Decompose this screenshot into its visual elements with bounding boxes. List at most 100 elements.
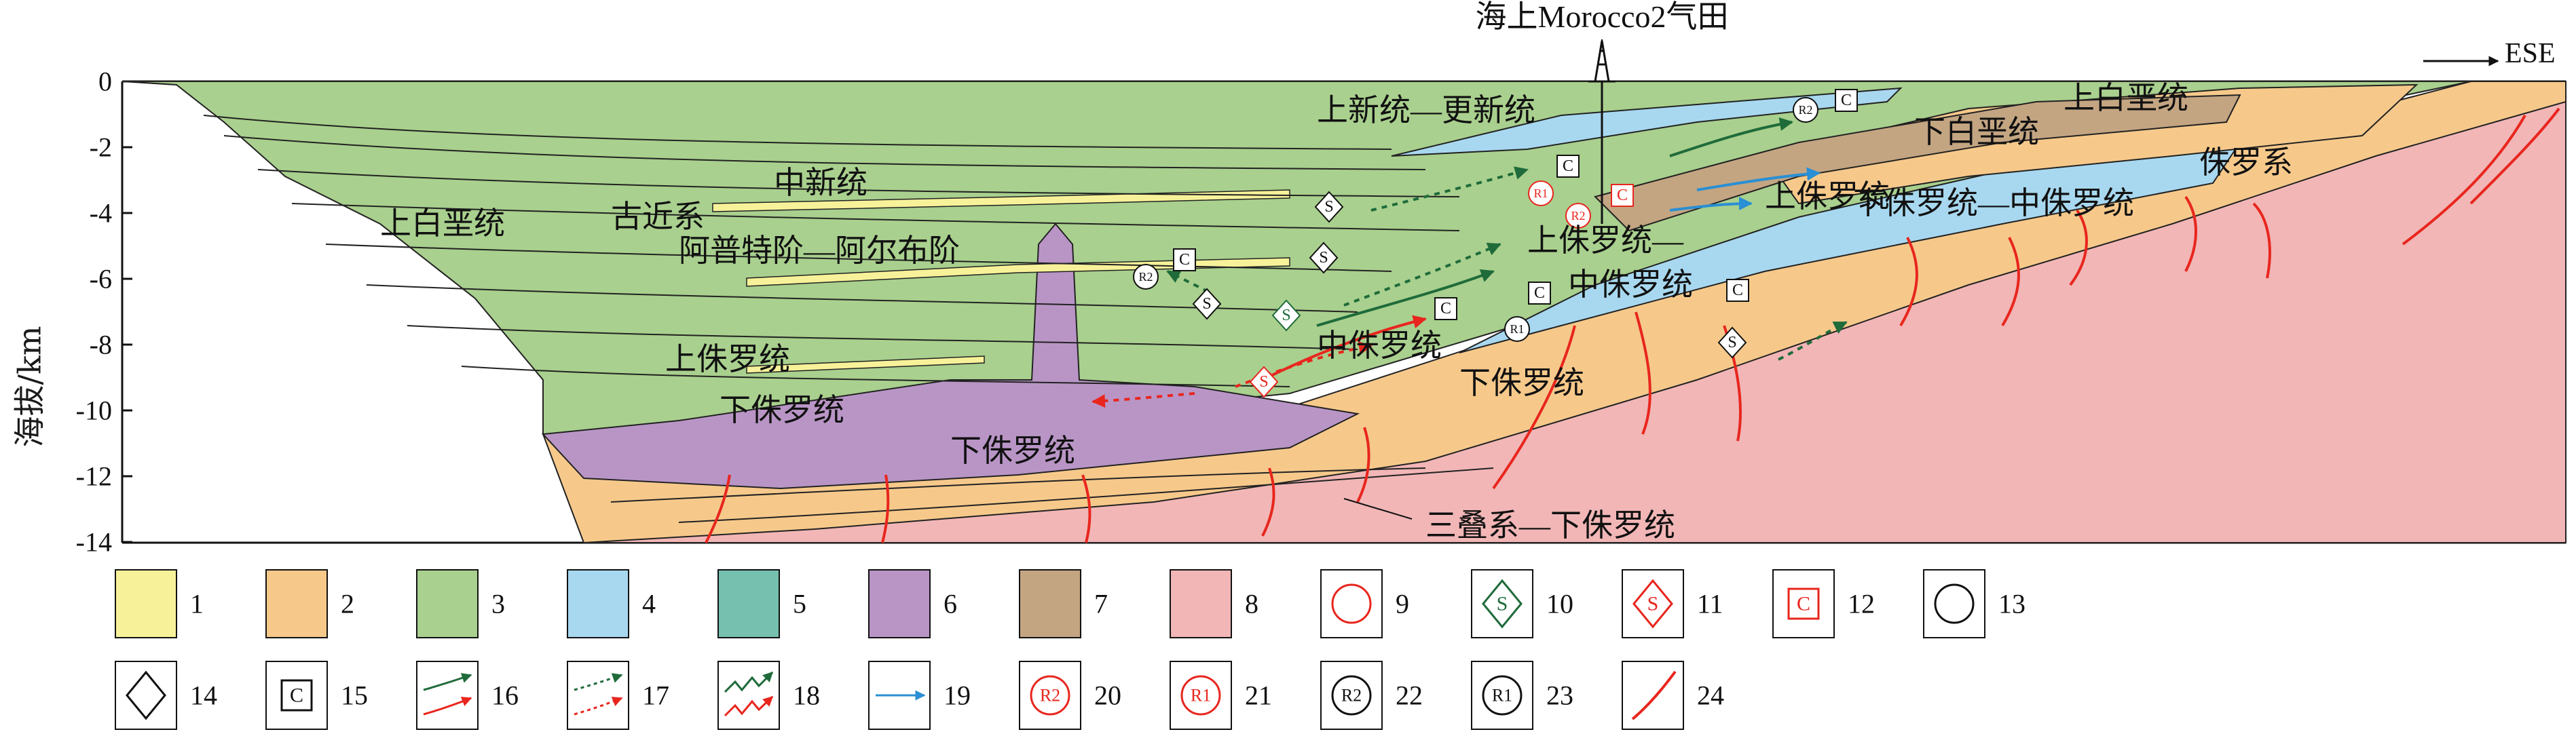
unit-label: 侏罗系 (2199, 145, 2293, 180)
legend-item-13: 13 (1923, 569, 2026, 638)
symbol-r2-black: R2 (1133, 264, 1159, 290)
svg-text:S: S (1319, 249, 1328, 267)
legend-number: 14 (190, 680, 217, 711)
unit-labels: 上新统—更新统上白垩统下白垩统侏罗系中新统古近系上白垩统上侏罗统阿普特阶—阿尔布… (380, 81, 2293, 543)
symbol-c-black: C (1556, 155, 1580, 178)
legend-symbol-text: C (290, 684, 303, 707)
salt-unit (541, 223, 1360, 490)
legend-symbol-text: S (1497, 593, 1508, 615)
legend-item-15: C 15 (265, 661, 368, 730)
legend-symbol-text: R1 (1492, 686, 1512, 706)
jurassic-blue-unit (1459, 141, 2242, 353)
symbol-r1-black: R1 (1504, 316, 1530, 342)
legend-number: 15 (341, 680, 368, 711)
direction-label: ESE (2505, 38, 2556, 69)
unit-label: 下白垩统 (1914, 115, 2039, 149)
unit-label: 下侏罗统 (950, 433, 1075, 468)
symbol-r2-red: R2 (1565, 203, 1591, 229)
svg-text:R2: R2 (1798, 103, 1812, 117)
unit-label: 下侏罗统 (720, 393, 844, 427)
legend-symbol-text: R1 (1191, 686, 1211, 706)
legend-number: 13 (1998, 589, 2026, 619)
svg-text:S: S (1282, 307, 1290, 324)
svg-text:S: S (1324, 198, 1333, 216)
legend-number: 7 (1094, 589, 1108, 619)
symbol-s-black: S (1314, 191, 1344, 223)
legend-number: 12 (1848, 589, 1875, 619)
legend-item-19: 19 (868, 661, 971, 730)
y-tick-label: -6 (90, 264, 112, 294)
svg-text:C: C (1617, 187, 1628, 204)
unit-label: 中侏罗统 (1317, 328, 1442, 363)
svg-text:C: C (1732, 282, 1743, 299)
legend-item-22: R2 22 (1320, 661, 1423, 730)
geologic-section: C R2 C C R1 R2 S S C R2 S S C C R1 C S S (122, 39, 2566, 544)
legend-number: 20 (1094, 680, 1121, 711)
unit-label: 上新统—更新统 (1317, 93, 1535, 128)
legend-number: 23 (1546, 680, 1573, 711)
svg-text:C: C (1440, 300, 1451, 317)
svg-text:S: S (1728, 334, 1736, 351)
symbol-c-black: C (1726, 279, 1749, 302)
symbol-c-black: C (1173, 248, 1196, 271)
y-tick-label: -8 (90, 330, 112, 360)
svg-text:R1: R1 (1510, 322, 1524, 336)
legend-number: 24 (1697, 680, 1724, 711)
legend-number: 16 (491, 680, 519, 711)
y-tick-label: 0 (98, 66, 112, 97)
legend-item-24: 24 (1622, 661, 1724, 730)
legend-item-1: 1 (115, 569, 204, 638)
legend-item-18: 18 (717, 661, 820, 730)
symbol-c-red: C (1611, 184, 1634, 207)
unit-label: 上侏罗统 (665, 342, 790, 376)
legend-number: 10 (1546, 589, 1573, 619)
legend-number: 11 (1697, 589, 1723, 619)
symbol-c-black: C (1528, 282, 1551, 305)
legend-symbol-text: R2 (1040, 686, 1060, 706)
legend-number: 2 (341, 589, 354, 619)
unit-label: 下侏罗统 (1459, 366, 1584, 400)
pliocene-blue-strip (1391, 87, 1903, 157)
symbol-r1-red: R1 (1528, 180, 1554, 206)
svg-text:C: C (1841, 92, 1852, 109)
unit-label: 上侏罗统— (1527, 223, 1684, 258)
svg-text:C: C (1563, 157, 1573, 175)
legend-item-23: R1 23 (1471, 661, 1573, 730)
legend-symbol-text: R2 (1341, 686, 1362, 706)
symbol-c-black: C (1835, 89, 1858, 112)
legend-item-16: 16 (416, 661, 519, 730)
legend-item-20: R2 20 (1019, 661, 1121, 730)
svg-text:C: C (1179, 251, 1190, 269)
sand-lens-3 (746, 355, 985, 374)
y-tick-label: -4 (90, 198, 112, 229)
legend-number: 22 (1396, 680, 1423, 711)
legend-number: 3 (491, 589, 505, 619)
legend-number: 5 (793, 589, 806, 619)
svg-text:S: S (1202, 295, 1211, 313)
unit-label: 上白垩统 (2064, 81, 2188, 115)
legend-number: 6 (944, 589, 957, 619)
legend-number: 9 (1396, 589, 1409, 619)
legend-number: 1 (190, 589, 204, 619)
legend-item-9: 9 (1320, 569, 1409, 638)
legend-number: 17 (642, 680, 669, 711)
symbol-r2-black: R2 (1793, 97, 1818, 123)
svg-text:R2: R2 (1571, 209, 1585, 223)
legend-item-6: 6 (868, 569, 957, 638)
legend-number: 8 (1245, 589, 1258, 619)
legend-item-14: 14 (115, 661, 217, 730)
sand-lens-1 (712, 189, 1290, 212)
y-tick-label: -12 (76, 461, 112, 492)
legend-item-7: 7 (1019, 569, 1108, 638)
unit-label: 古近系 (611, 199, 705, 234)
field-title: 海上Morocco2气田 (1475, 0, 1728, 34)
unit-label: 中新统 (774, 166, 867, 200)
brown-unit (1594, 94, 2241, 232)
symbol-s-black: S (1309, 242, 1339, 274)
symbol-s-red: S (1249, 366, 1279, 398)
symbol-c-black: C (1434, 297, 1457, 320)
legend-item-3: 3 (416, 569, 505, 638)
legend-number: 21 (1245, 680, 1272, 711)
